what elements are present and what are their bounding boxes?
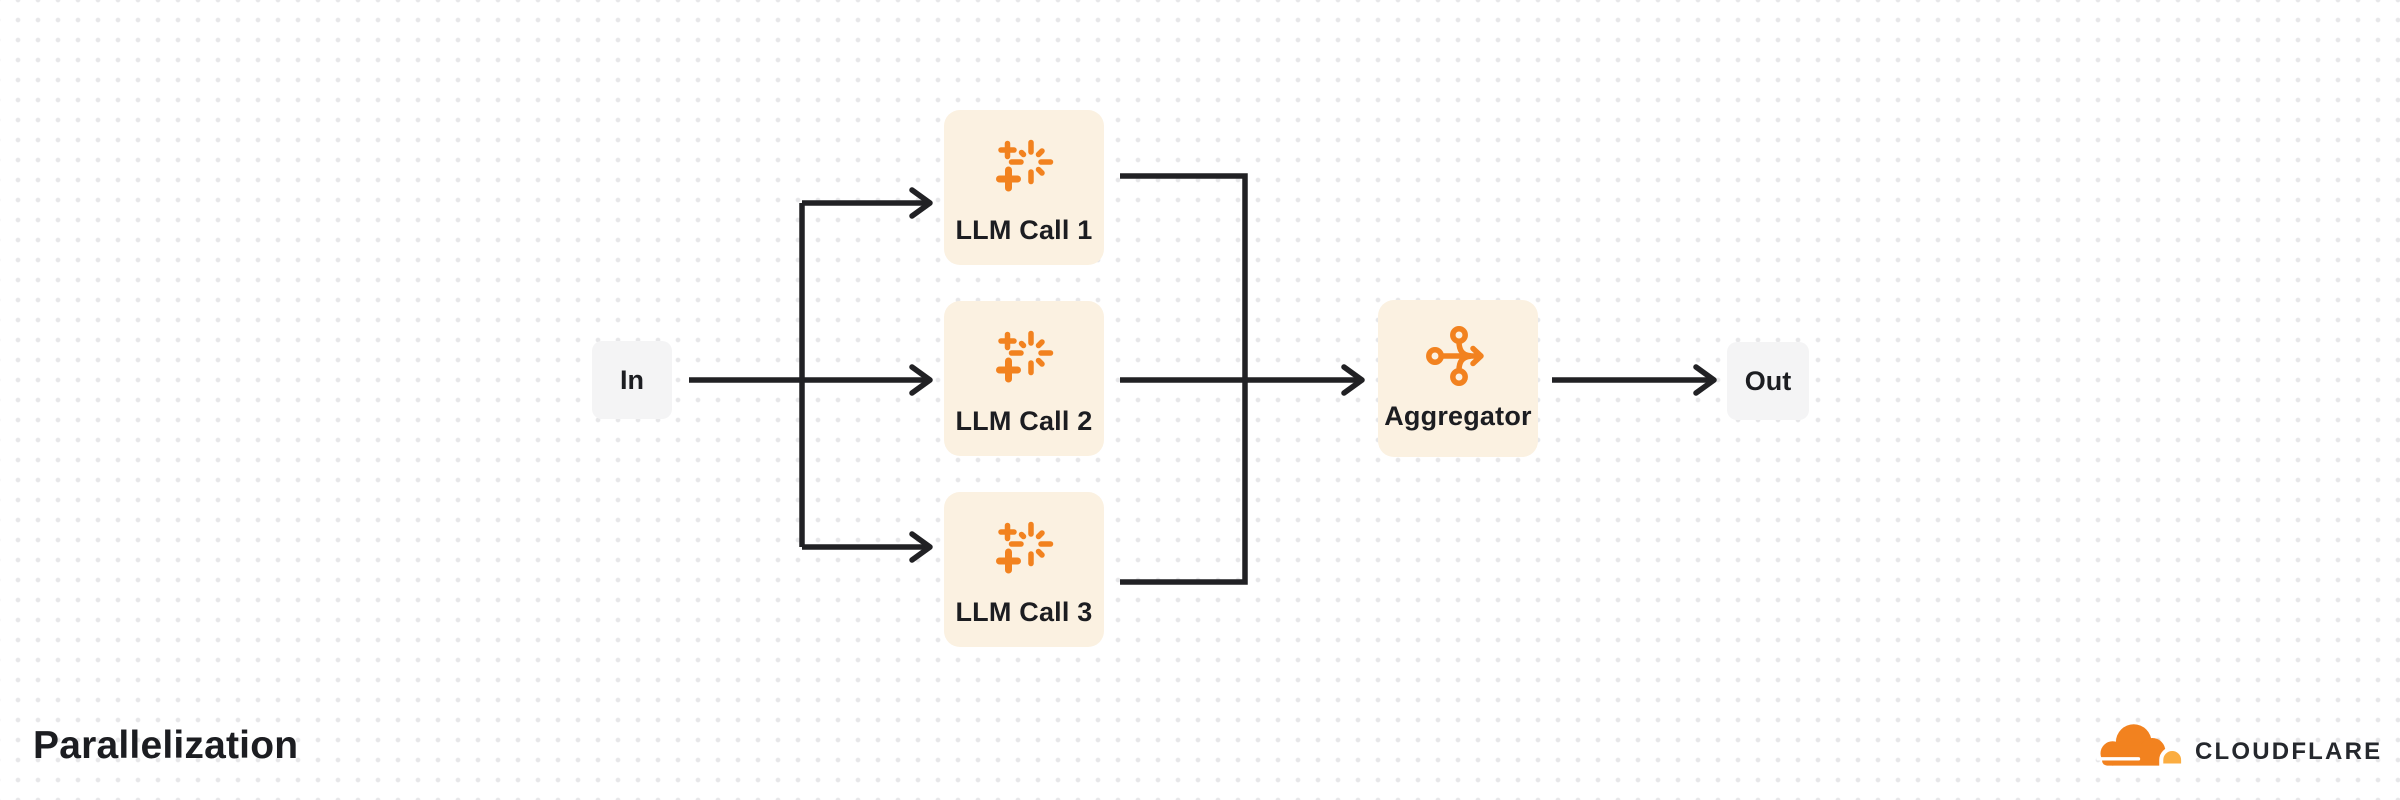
llm-call-3-node: LLM Call 3 [944, 492, 1104, 647]
sparkle-icon [994, 517, 1054, 577]
llm-call-1-node: LLM Call 1 [944, 110, 1104, 265]
arrowhead-aggregator [1341, 364, 1365, 396]
arrowhead-llm1 [909, 187, 933, 219]
merge-arrow-icon [1426, 325, 1490, 387]
llm-call-2-label: LLM Call 2 [955, 406, 1093, 436]
output-node-label: Out [1744, 365, 1792, 396]
aggregator-node: Aggregator [1378, 300, 1538, 457]
output-node: Out [1727, 342, 1809, 420]
input-node: In [592, 341, 672, 419]
input-node-label: In [620, 364, 644, 395]
aggregator-label: Aggregator [1384, 401, 1532, 431]
cloudflare-wordmark: CLOUDFLARE [2195, 738, 2383, 765]
llm-call-2-node: LLM Call 2 [944, 301, 1104, 456]
arrowhead-llm3 [909, 531, 933, 563]
arrowhead-out [1693, 364, 1717, 396]
arrowhead-llm2 [909, 364, 933, 396]
sparkle-icon [994, 326, 1054, 386]
cloudflare-logo: CLOUDFLARE [2096, 721, 2382, 768]
sparkle-icon [994, 135, 1054, 195]
llm-call-1-label: LLM Call 1 [955, 215, 1093, 245]
llm-call-3-label: LLM Call 3 [955, 597, 1093, 627]
page-title: Parallelization [33, 724, 299, 767]
cloudflare-cloud-icon [2096, 721, 2186, 768]
